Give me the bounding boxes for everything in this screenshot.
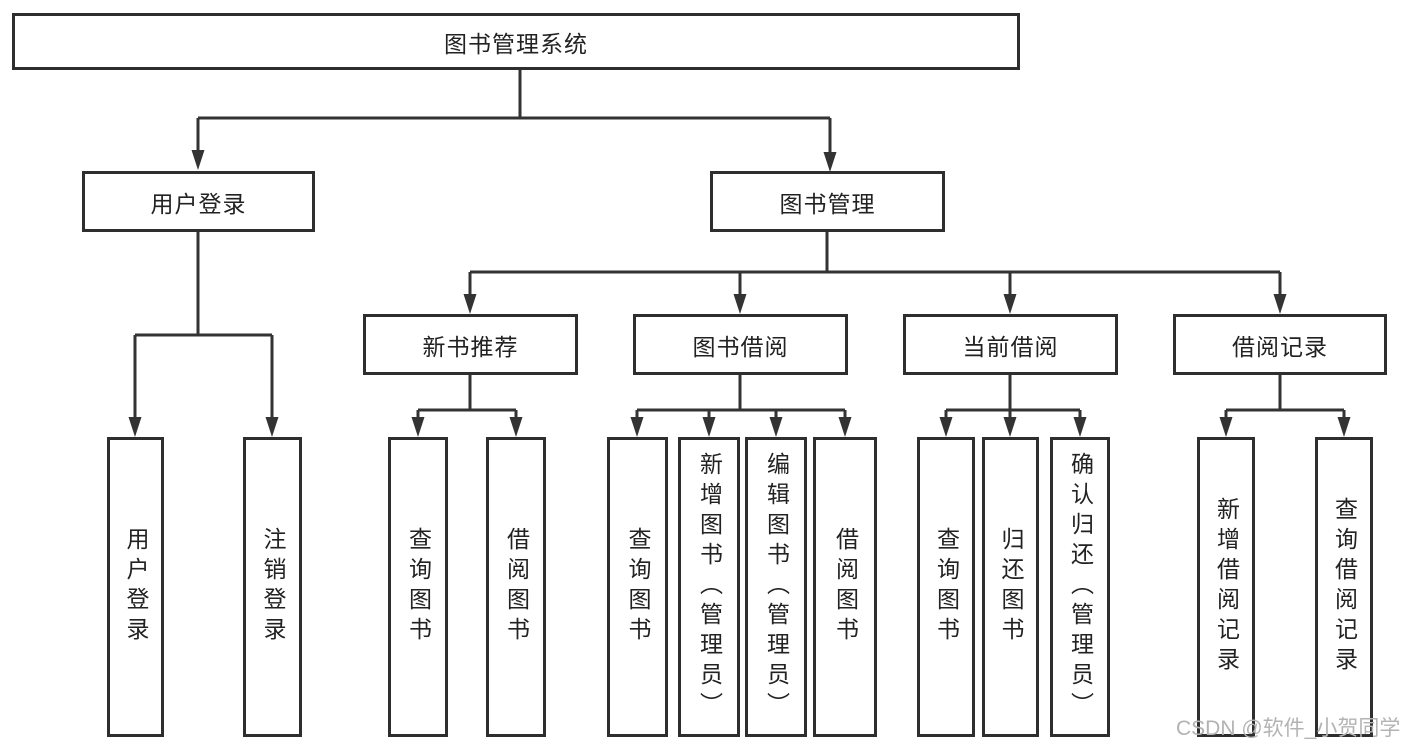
leaf-label: 查询图书 [625, 527, 651, 647]
leaf-borrow-books-recommend: 借阅图书 [486, 437, 546, 737]
node-book-management: 图书管理 [710, 171, 945, 232]
arrowheads [128, 150, 1351, 437]
leaf-label: 注销登录 [260, 527, 286, 647]
leaf-label: 归还图书 [998, 527, 1024, 647]
leaf-query-books: 查询图书 [607, 437, 668, 737]
leaf-user-login: 用户登录 [107, 437, 164, 737]
node-current-borrow-label: 当前借阅 [962, 333, 1059, 360]
leaf-add-books-admin: 新增图书（管理员） [678, 437, 740, 737]
node-root: 图书管理系统 [12, 13, 1020, 70]
node-borrow-records: 借阅记录 [1173, 314, 1387, 375]
leaf-label: 编辑图书（管理员） [763, 452, 790, 722]
node-new-book-recommend: 新书推荐 [363, 314, 578, 375]
node-new-book-recommend-label: 新书推荐 [422, 333, 519, 360]
leaf-label: 查询借阅记录 [1331, 497, 1358, 677]
node-book-borrow: 图书借阅 [633, 314, 848, 375]
leaf-query-books-current: 查询图书 [917, 437, 975, 737]
node-root-label: 图书管理系统 [444, 30, 588, 57]
leaf-confirm-return-admin: 确认归还（管理员） [1050, 437, 1110, 737]
leaf-borrow-books: 借阅图书 [813, 437, 877, 737]
leaf-label: 借阅图书 [503, 527, 530, 647]
node-current-borrow: 当前借阅 [903, 314, 1118, 375]
node-book-borrow-label: 图书借阅 [692, 333, 789, 360]
leaf-return-books: 归还图书 [982, 437, 1039, 737]
leaf-query-books-recommend: 查询图书 [388, 437, 448, 737]
leaf-label: 查询图书 [933, 527, 960, 647]
leaf-label: 查询图书 [405, 527, 432, 647]
node-user-login-label: 用户登录 [150, 190, 247, 217]
leaf-label: 借阅图书 [832, 527, 859, 647]
leaf-label: 用户登录 [123, 527, 149, 647]
leaf-label: 新增借阅记录 [1213, 497, 1240, 677]
leaf-add-borrow-record: 新增借阅记录 [1197, 437, 1255, 737]
node-borrow-records-label: 借阅记录 [1232, 333, 1328, 360]
node-user-login: 用户登录 [82, 171, 315, 232]
csdn-watermark: CSDN @软件_小贺同学 [1176, 717, 1401, 740]
leaf-label: 新增图书（管理员） [696, 452, 723, 722]
leaf-logout: 注销登录 [243, 437, 302, 737]
leaf-query-borrow-record: 查询借阅记录 [1315, 437, 1373, 737]
leaf-edit-books-admin: 编辑图书（管理员） [745, 437, 807, 737]
node-book-management-label: 图书管理 [779, 190, 876, 217]
leaf-label: 确认归还（管理员） [1067, 452, 1094, 722]
